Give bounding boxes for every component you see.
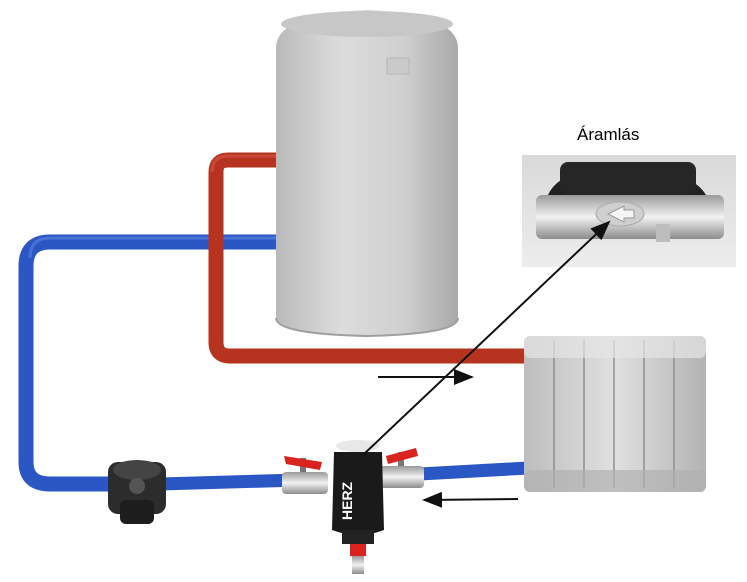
circulation-pump xyxy=(108,460,166,524)
cold-return-pipe xyxy=(18,234,529,492)
flow-detail-inset xyxy=(522,155,736,267)
water-heater-tank xyxy=(275,10,459,338)
left-ball-valve xyxy=(282,456,328,494)
flow-label: Áramlás xyxy=(577,125,640,144)
radiator xyxy=(524,336,706,492)
right-ball-valve xyxy=(380,448,424,488)
dirt-separator xyxy=(332,440,384,574)
detail-pointer-line xyxy=(363,220,611,455)
hot-supply-pipe xyxy=(208,152,528,364)
separator-brand-text: HERZ xyxy=(339,481,355,520)
return-flow-arrow xyxy=(422,491,519,508)
